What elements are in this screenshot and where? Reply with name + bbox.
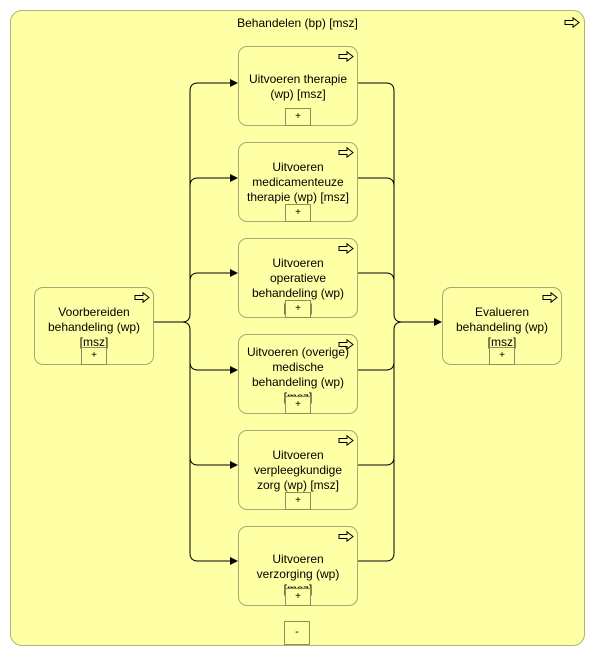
- process-arrow-icon: [564, 17, 580, 28]
- process-label: Evalueren behandeling (wp) [msz]: [455, 305, 549, 349]
- container-title: Behandelen (bp) [msz]: [237, 16, 358, 30]
- process-uitvoeren-verpleegkundige-zorg[interactable]: Uitvoeren verpleegkundige zorg (wp) [msz…: [238, 430, 358, 510]
- expand-button[interactable]: +: [285, 108, 311, 126]
- connector-prepare-care: [189, 457, 238, 565]
- expand-button[interactable]: +: [489, 347, 515, 365]
- connector-prepare-therapy: [154, 79, 238, 323]
- connector-prepare-medication: [189, 174, 238, 187]
- connector-nursing-join: [357, 330, 395, 466]
- process-uitvoeren-verzorging[interactable]: Uitvoeren verzorging (wp) [msz] +: [238, 526, 358, 606]
- connector-other-join: [357, 321, 403, 371]
- process-arrow-icon: [134, 292, 150, 303]
- process-arrow-icon: [338, 243, 354, 254]
- process-arrow-icon: [338, 531, 354, 542]
- process-arrow-icon: [338, 51, 354, 62]
- process-label: Uitvoeren verpleegkundige zorg (wp) [msz…: [253, 448, 343, 492]
- connector-care-join: [357, 457, 395, 562]
- connector-operative-join: [357, 272, 395, 282]
- process-evalueren-behandeling[interactable]: Evalueren behandeling (wp) [msz] +: [442, 287, 562, 365]
- expand-button[interactable]: +: [285, 396, 311, 414]
- expand-button[interactable]: +: [285, 492, 311, 510]
- process-voorbereiden-behandeling[interactable]: Voorbereiden behandeling (wp) [msz] +: [34, 287, 154, 365]
- process-arrow-icon: [338, 339, 354, 350]
- process-uitvoeren-overige-medische-behandeling[interactable]: Uitvoeren (overige) medische behandeling…: [238, 334, 358, 414]
- connector-prepare-operative: [189, 269, 238, 282]
- expand-button[interactable]: +: [285, 300, 311, 318]
- process-arrow-icon: [338, 147, 354, 158]
- process-label: Uitvoeren medicamenteuze therapie (wp) […: [246, 160, 350, 204]
- connector-join-evaluate: [357, 82, 442, 326]
- connector-medication-join: [357, 177, 395, 187]
- process-label: Uitvoeren (overige) medische behandeling…: [246, 345, 350, 404]
- process-label: Uitvoeren therapie (wp) [msz]: [248, 72, 348, 101]
- process-arrow-icon: [542, 292, 558, 303]
- process-label: Voorbereiden behandeling (wp) [msz]: [47, 305, 141, 349]
- expand-button[interactable]: +: [285, 204, 311, 222]
- connector-prepare-nursing: [189, 330, 238, 469]
- collapse-button[interactable]: -: [284, 621, 310, 645]
- process-uitvoeren-therapie[interactable]: Uitvoeren therapie (wp) [msz] +: [238, 46, 358, 126]
- process-arrow-icon: [338, 435, 354, 446]
- process-uitvoeren-operatieve-behandeling[interactable]: Uitvoeren operatieve behandeling (wp) [m…: [238, 238, 358, 318]
- expand-button[interactable]: +: [285, 588, 311, 606]
- process-uitvoeren-medicamenteuze-therapie[interactable]: Uitvoeren medicamenteuze therapie (wp) […: [238, 142, 358, 222]
- expand-button[interactable]: +: [81, 347, 107, 365]
